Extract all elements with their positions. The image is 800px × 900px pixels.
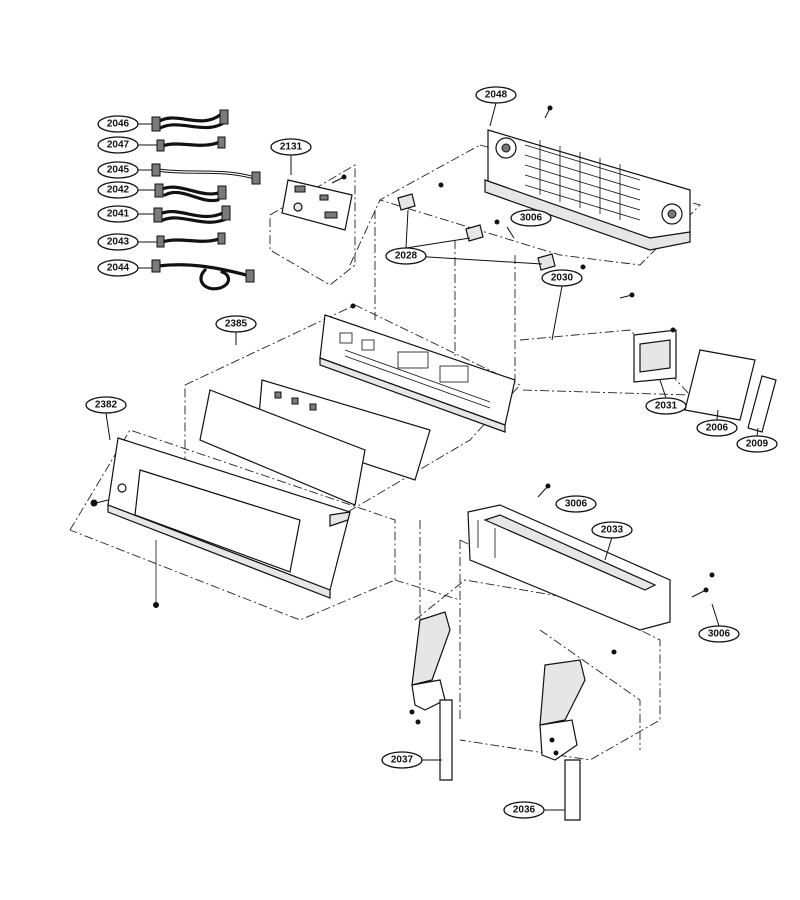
callout-labels: 2048 2046 2047 2045 2042 2041 2043 2044 <box>85 86 778 819</box>
svg-text:2009: 2009 <box>746 439 769 450</box>
svg-text:2041: 2041 <box>107 209 130 220</box>
callout-2043: 2043 <box>97 233 139 251</box>
svg-text:2006: 2006 <box>706 423 729 434</box>
pcb-2131 <box>281 174 353 231</box>
svg-text:2042: 2042 <box>107 185 130 196</box>
svg-text:2047: 2047 <box>107 140 130 151</box>
harness-2046 <box>151 109 229 132</box>
callout-2042: 2042 <box>97 181 139 199</box>
svg-text:2030: 2030 <box>551 273 574 284</box>
svg-text:2033: 2033 <box>601 525 624 536</box>
svg-text:2045: 2045 <box>107 165 130 176</box>
callout-3006-mid: 3006 <box>555 495 597 513</box>
control-chassis <box>319 303 516 433</box>
svg-text:2037: 2037 <box>391 755 414 766</box>
display-board-2385 <box>199 379 431 506</box>
svg-text:2048: 2048 <box>485 90 508 101</box>
rear-bar-2033 <box>467 483 715 631</box>
callout-2036: 2036 <box>503 801 545 819</box>
callout-2046: 2046 <box>97 115 139 133</box>
callout-2037: 2037 <box>381 751 423 769</box>
svg-text:2131: 2131 <box>280 142 303 153</box>
harness-2042 <box>154 183 227 203</box>
callout-2030: 2030 <box>541 269 583 287</box>
svg-text:3006: 3006 <box>708 629 731 640</box>
side-bracket-2037 <box>409 611 453 781</box>
side-bracket-2036 <box>539 649 617 821</box>
svg-text:2031: 2031 <box>655 401 678 412</box>
wire-harnesses <box>151 109 261 291</box>
callout-2033: 2033 <box>591 521 633 539</box>
svg-text:2385: 2385 <box>225 319 248 330</box>
callout-2006: 2006 <box>696 419 738 437</box>
callout-2385: 2385 <box>215 315 257 333</box>
callout-2041: 2041 <box>97 205 139 223</box>
callout-2009: 2009 <box>736 435 778 453</box>
harness-2044 <box>151 259 255 291</box>
callout-2031: 2031 <box>645 397 687 415</box>
svg-text:3006: 3006 <box>520 213 543 224</box>
harness-2041 <box>153 205 231 224</box>
callout-2028: 2028 <box>385 247 427 265</box>
svg-text:2028: 2028 <box>395 251 418 262</box>
callout-2382: 2382 <box>85 396 127 414</box>
grille-2048 <box>484 105 691 251</box>
callout-2047: 2047 <box>97 136 139 154</box>
svg-text:2044: 2044 <box>107 263 130 274</box>
svg-text:2036: 2036 <box>513 805 536 816</box>
callout-2048: 2048 <box>475 86 517 104</box>
harness-2043 <box>156 232 226 248</box>
harness-2045 <box>151 163 261 185</box>
callout-3006-top: 3006 <box>510 209 552 227</box>
power-board-group <box>619 292 777 433</box>
grille-slots <box>524 140 641 221</box>
callout-2131: 2131 <box>270 138 312 156</box>
callout-2045: 2045 <box>97 161 139 179</box>
svg-text:2382: 2382 <box>95 400 118 411</box>
callout-3006-right: 3006 <box>698 625 740 643</box>
svg-text:3006: 3006 <box>565 499 588 510</box>
harness-2047 <box>156 136 226 152</box>
brackets-2028 <box>397 182 586 271</box>
leader-lines <box>105 102 759 811</box>
callout-2044: 2044 <box>97 259 139 277</box>
front-panel-2382 <box>90 437 351 608</box>
svg-text:2046: 2046 <box>107 119 130 130</box>
svg-text:2043: 2043 <box>107 237 130 248</box>
